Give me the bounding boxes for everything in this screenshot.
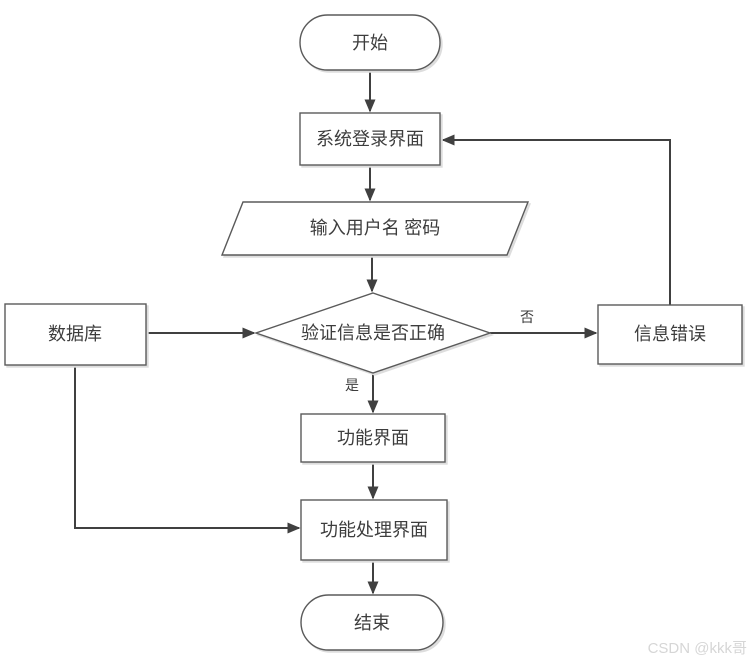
node-error-label: 信息错误 [634,324,706,344]
node-end: 结束 [300,594,444,651]
node-input-shape [220,201,530,256]
node-start-shape [299,14,441,71]
node-login: 系统登录界面 [299,112,441,166]
node-database-label: 数据库 [48,324,102,344]
node-database: 数据库 [4,303,147,366]
edge-error-to-login [441,134,671,305]
node-start-label: 开始 [352,33,388,53]
node-error: 信息错误 [597,304,743,365]
node-start: 开始 [299,14,441,71]
node-process: 功能处理界面 [300,499,448,561]
csdn-watermark: CSDN @kkk哥 [648,640,747,657]
flow-arrows [74,70,671,595]
node-function-label: 功能界面 [337,428,409,448]
node-function: 功能界面 [300,413,446,463]
node-login-shape [299,112,441,166]
node-input-label: 输入用户名 密码 [310,218,441,238]
edge-label-yes: 是 [345,379,359,394]
node-end-label: 结束 [354,613,390,633]
node-process-shape [300,499,448,561]
node-function-shape [300,413,446,463]
node-login-label: 系统登录界面 [316,129,424,149]
edge-label-no: 否 [520,311,534,326]
node-verify: 验证信息是否正确 [253,292,493,374]
node-error-shape [597,304,743,365]
node-verify-label: 验证信息是否正确 [301,323,445,343]
node-verify-shape [253,292,493,374]
node-end-shape [300,594,444,651]
node-process-label: 功能处理界面 [320,520,428,540]
node-database-shape [4,303,147,366]
edge-database-to-process [74,365,301,534]
node-input: 输入用户名 密码 [220,201,530,256]
